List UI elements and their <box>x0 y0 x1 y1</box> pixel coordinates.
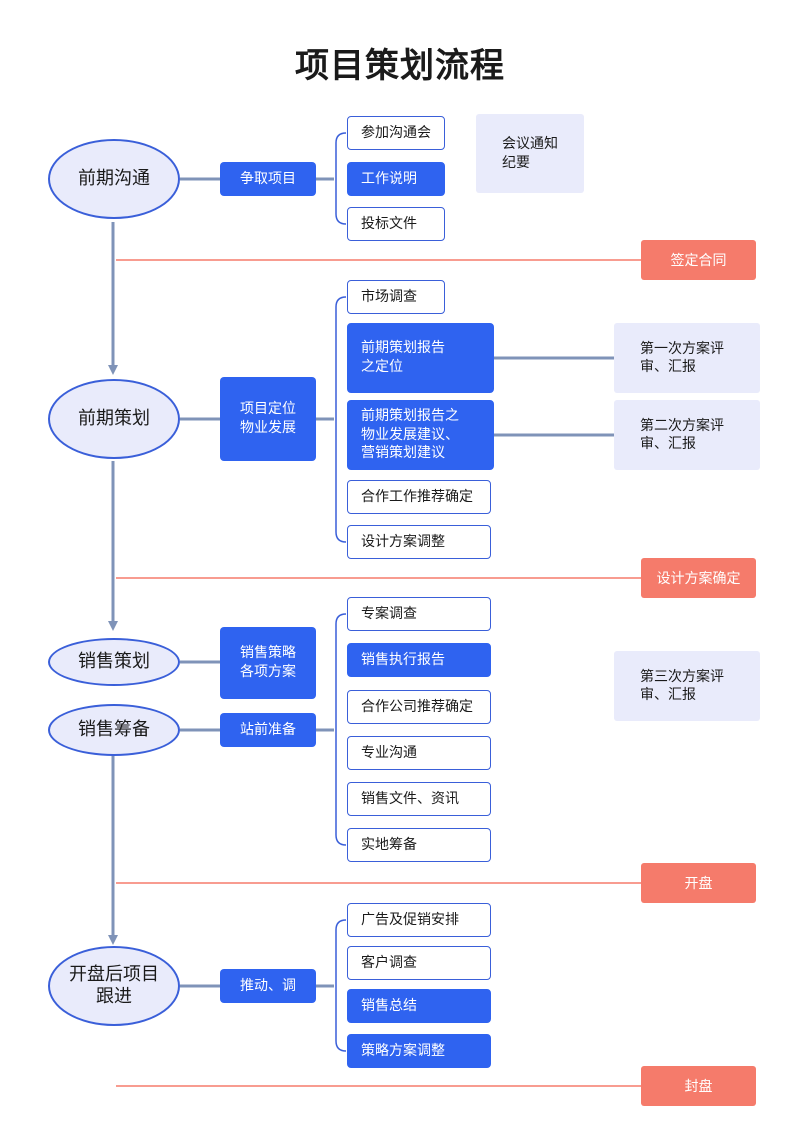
bracket-g2 <box>335 296 347 543</box>
task-positioning-report: 前期策划报告 之定位 <box>347 323 494 393</box>
milestone-design-confirmed: 设计方案确定 <box>641 558 756 598</box>
task-partner-recommendation: 合作工作推荐确定 <box>347 480 491 514</box>
note-second-review: 第二次方案评 审、汇报 <box>614 400 760 470</box>
task-professional-communication: 专业沟通 <box>347 736 491 770</box>
task-sales-summary: 销售总结 <box>347 989 491 1023</box>
note-first-review: 第一次方案评 审、汇报 <box>614 323 760 393</box>
bracket-g1 <box>335 132 347 225</box>
bracket-g3 <box>335 613 347 846</box>
phase-post-opening-followup: 开盘后项目 跟进 <box>48 946 180 1026</box>
task-work-description: 工作说明 <box>347 162 445 196</box>
task-bid-documents: 投标文件 <box>347 207 445 241</box>
phase-sales-planning: 销售策划 <box>48 638 180 686</box>
task-partner-company: 合作公司推荐确定 <box>347 690 491 724</box>
phase-sales-preparation: 销售筹备 <box>48 704 180 756</box>
task-sales-documents: 销售文件、资讯 <box>347 782 491 816</box>
task-ads-promotion: 广告及促销安排 <box>347 903 491 937</box>
activity-push-adjust: 推动、调 <box>220 969 316 1003</box>
activity-positioning: 项目定位 物业发展 <box>220 377 316 461</box>
task-customer-survey: 客户调查 <box>347 946 491 980</box>
task-sales-execution-report: 销售执行报告 <box>347 643 491 677</box>
milestone-sign-contract: 签定合同 <box>641 240 756 280</box>
task-strategy-adjustment: 策略方案调整 <box>347 1034 491 1068</box>
phase-early-planning: 前期策划 <box>48 379 180 459</box>
page-title: 项目策划流程 <box>295 46 505 86</box>
bracket-g4 <box>335 919 347 1052</box>
activity-site-preparation: 站前准备 <box>220 713 316 747</box>
milestone-opening: 开盘 <box>641 863 756 903</box>
milestone-close-sales: 封盘 <box>641 1066 756 1106</box>
note-third-review: 第三次方案评 审、汇报 <box>614 651 760 721</box>
task-development-report: 前期策划报告之 物业发展建议、 营销策划建议 <box>347 400 494 470</box>
task-onsite-preparation: 实地筹备 <box>347 828 491 862</box>
task-market-research: 市场调查 <box>347 280 445 314</box>
activity-sales-strategy: 销售策略 各项方案 <box>220 627 316 699</box>
task-design-adjustment: 设计方案调整 <box>347 525 491 559</box>
task-special-survey: 专案调查 <box>347 597 491 631</box>
task-attend-meeting: 参加沟通会 <box>347 116 445 150</box>
phase-early-communication: 前期沟通 <box>48 139 180 219</box>
note-meeting-minutes: 会议通知 纪要 <box>476 114 584 193</box>
activity-win-project: 争取项目 <box>220 162 316 196</box>
